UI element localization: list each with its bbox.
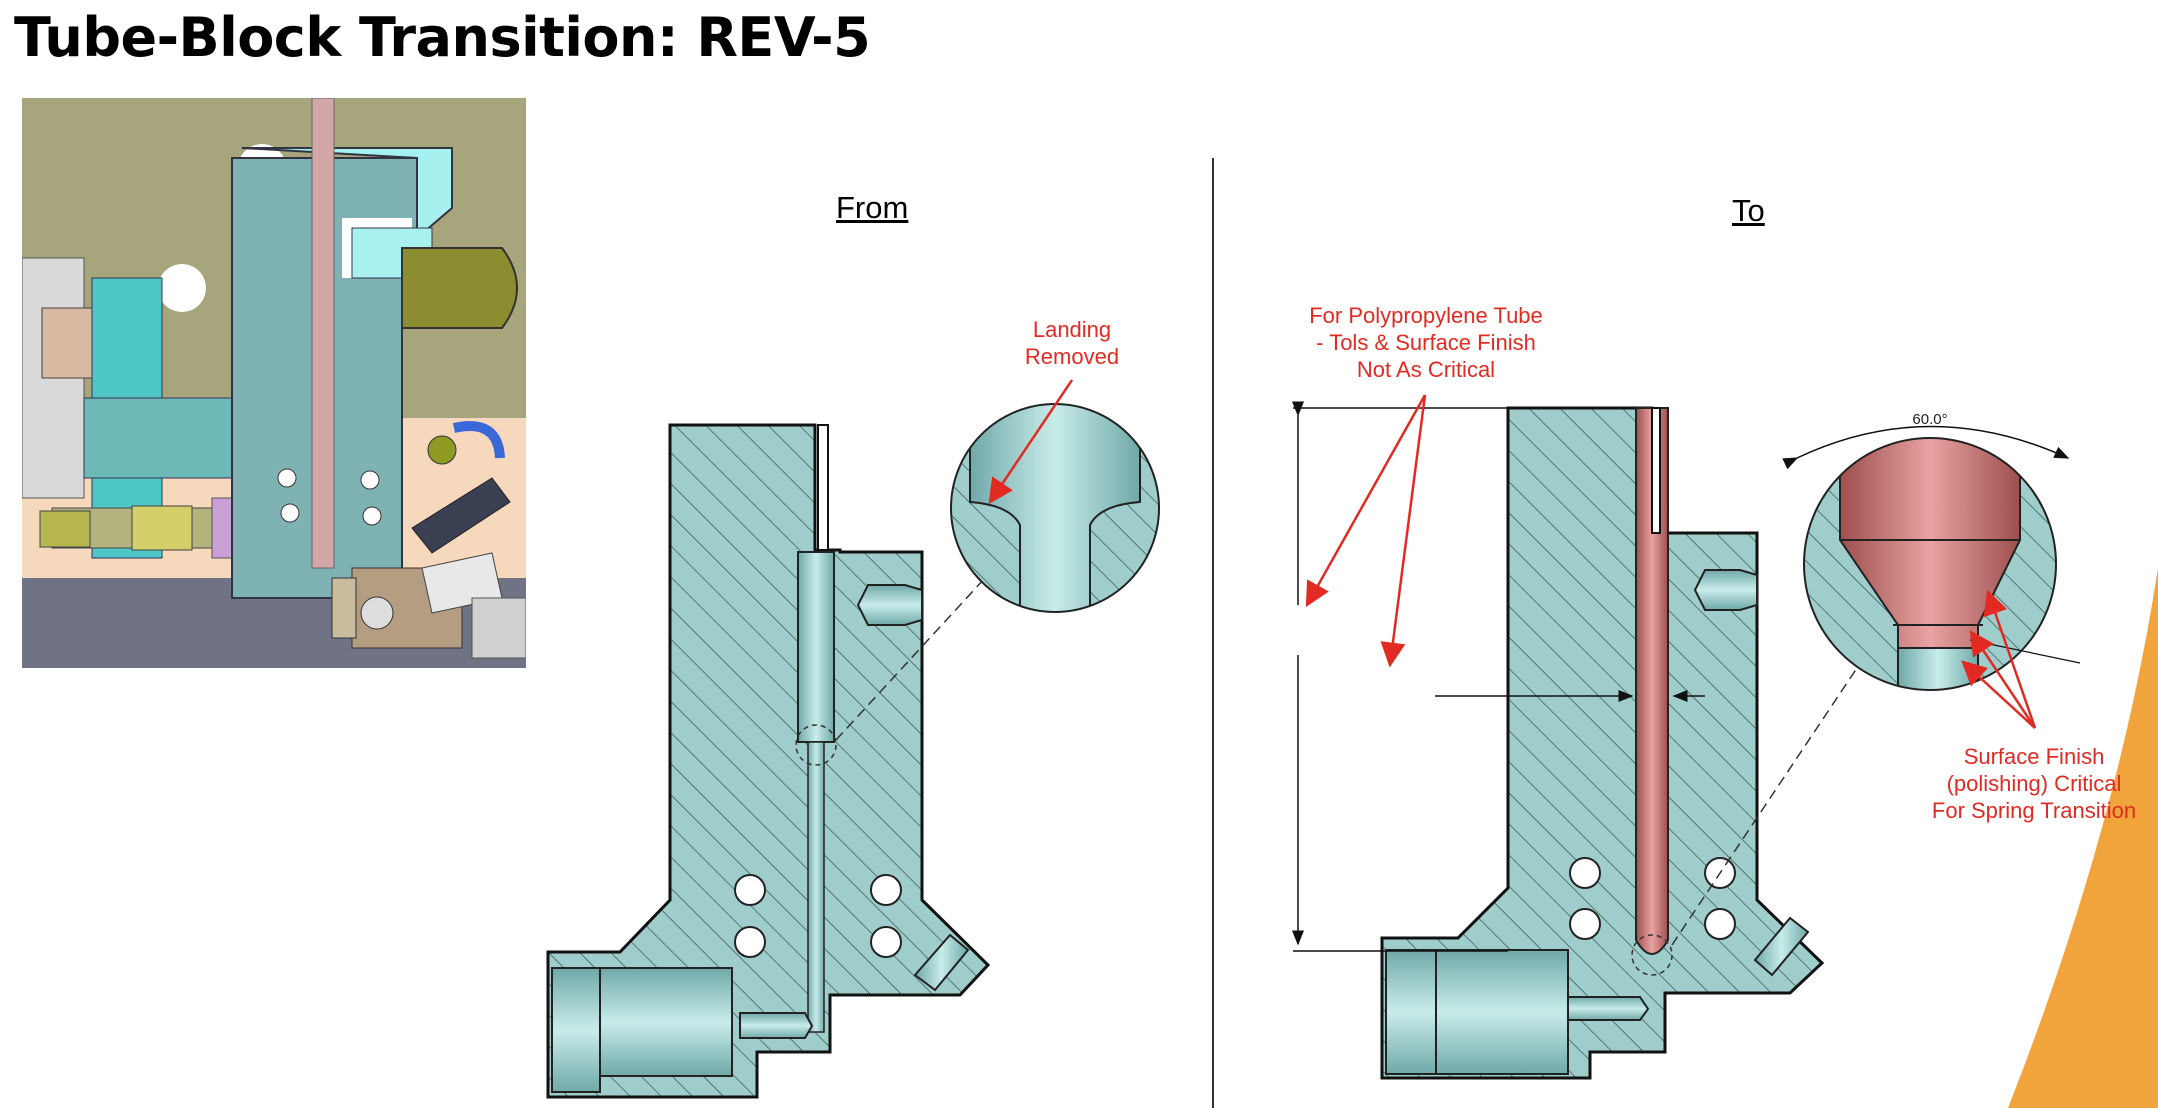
to-view-label: To — [1732, 193, 1765, 228]
callout-line: Landing — [1032, 317, 1112, 342]
callout-line: - Tols & Surface Finish — [1316, 330, 1536, 355]
from-detail-view — [950, 403, 1160, 613]
callout-line: Removed — [1024, 344, 1120, 369]
accent-swoosh — [2008, 568, 2158, 1108]
view-divider — [1212, 158, 1214, 1108]
to-block-section — [1292, 401, 1858, 1080]
polypropylene-callout: For Polypropylene Tube - Tols & Surface … — [1276, 302, 1576, 383]
corner-accent-shape — [2008, 568, 2158, 1108]
page-title: Tube-Block Transition: REV-5 — [14, 6, 871, 69]
cad-assembly-render — [22, 98, 526, 668]
callout-line: (polishing) Critical — [1946, 771, 2122, 796]
from-block-section — [546, 423, 991, 1099]
callout-arrows — [988, 379, 2037, 729]
cone-angle-dimension: 60.0° — [1912, 411, 1947, 428]
from-view-label: From — [836, 190, 909, 225]
callout-line: For Polypropylene Tube — [1309, 303, 1543, 328]
callout-line: Surface Finish — [1963, 744, 2105, 769]
surface-finish-callout: Surface Finish (polishing) Critical For … — [1912, 743, 2156, 824]
landing-removed-callout: Landing Removed — [990, 316, 1154, 370]
callout-line: For Spring Transition — [1931, 798, 2137, 823]
to-detail-view: 60.0° — [1782, 411, 2081, 691]
callout-line: Not As Critical — [1356, 357, 1496, 382]
